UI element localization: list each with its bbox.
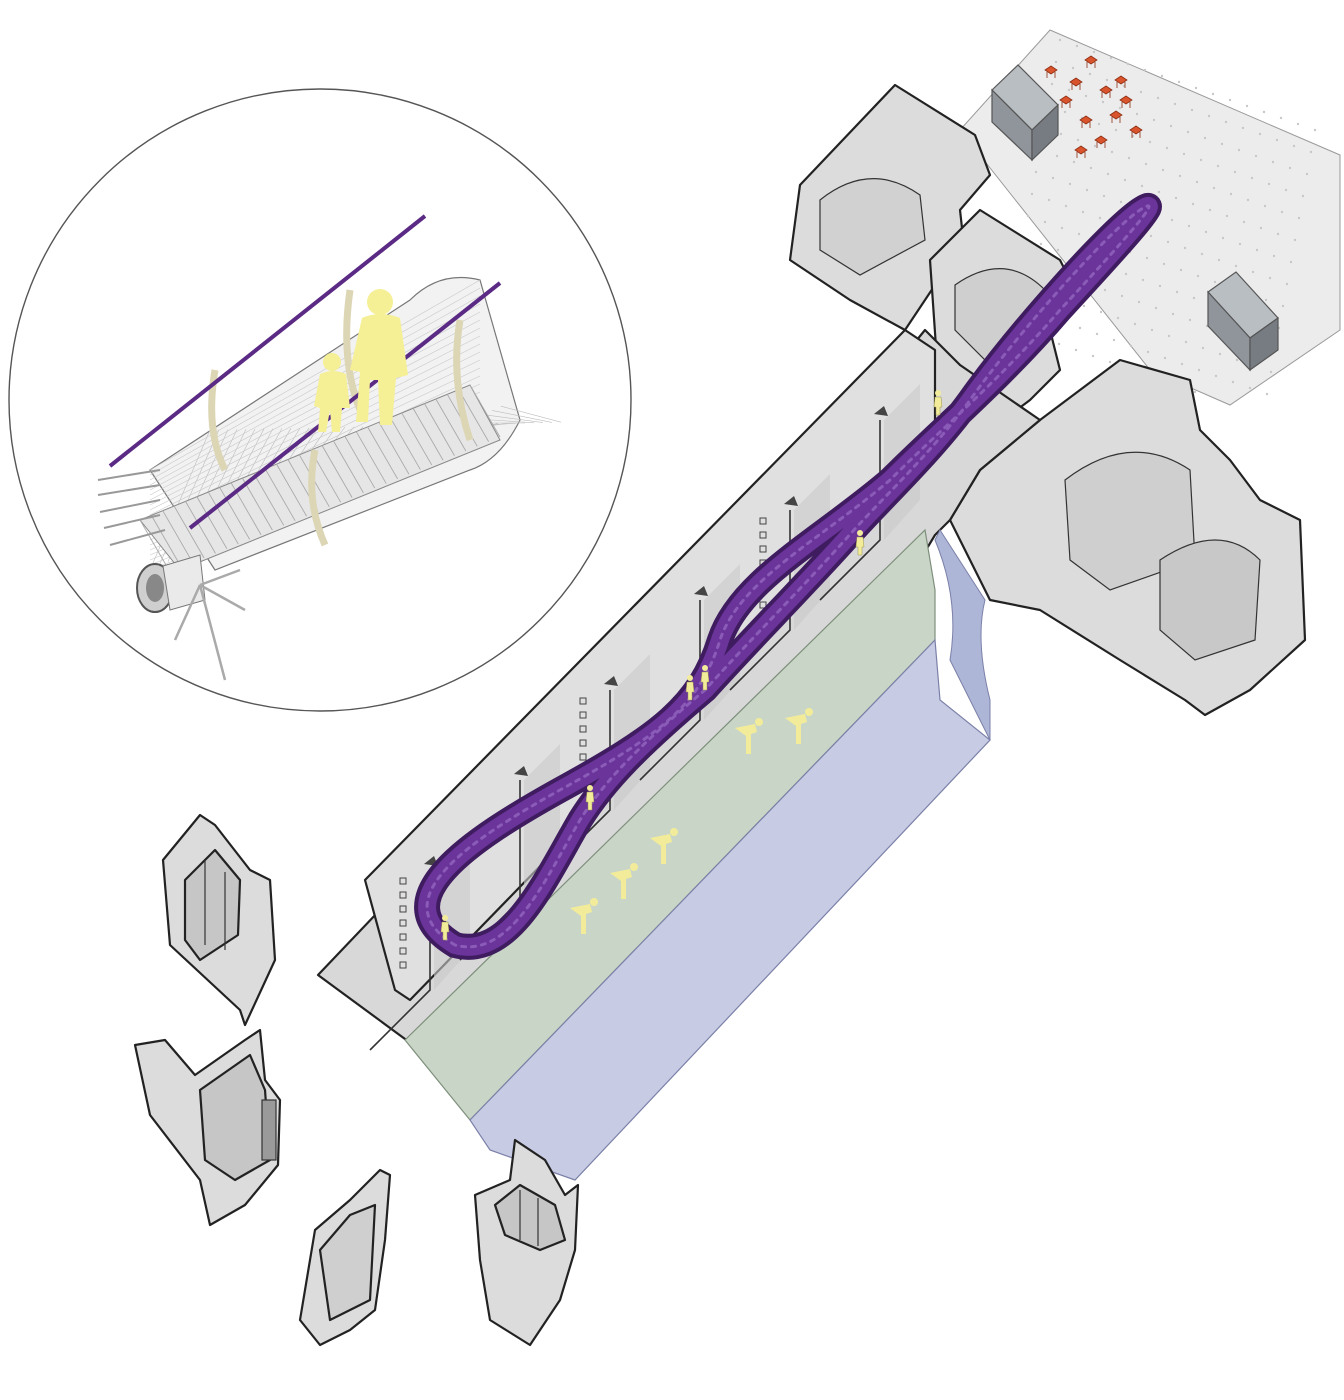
kiosk-2 [1207,271,1279,372]
main-structure [316,29,1341,1181]
rib [308,449,329,547]
inset-person-child [314,353,350,432]
lawn-strip [404,528,936,1121]
fragment-block-1 [161,813,277,1027]
deck-grating [139,384,501,571]
rib [453,319,474,442]
detail-inset [8,88,632,712]
plaza-seating [1044,55,1143,158]
lawn-yoga-figures [570,708,813,934]
handrail-top [108,214,427,468]
inset-person-adult [350,289,408,425]
fragment-block-4 [473,1138,580,1347]
walkway-people [440,390,943,941]
fragment-block-3 [298,1168,392,1347]
figure-eight-walkway [414,192,1162,960]
kiosk-1 [991,64,1059,162]
fragment-block-2 [133,1028,282,1227]
